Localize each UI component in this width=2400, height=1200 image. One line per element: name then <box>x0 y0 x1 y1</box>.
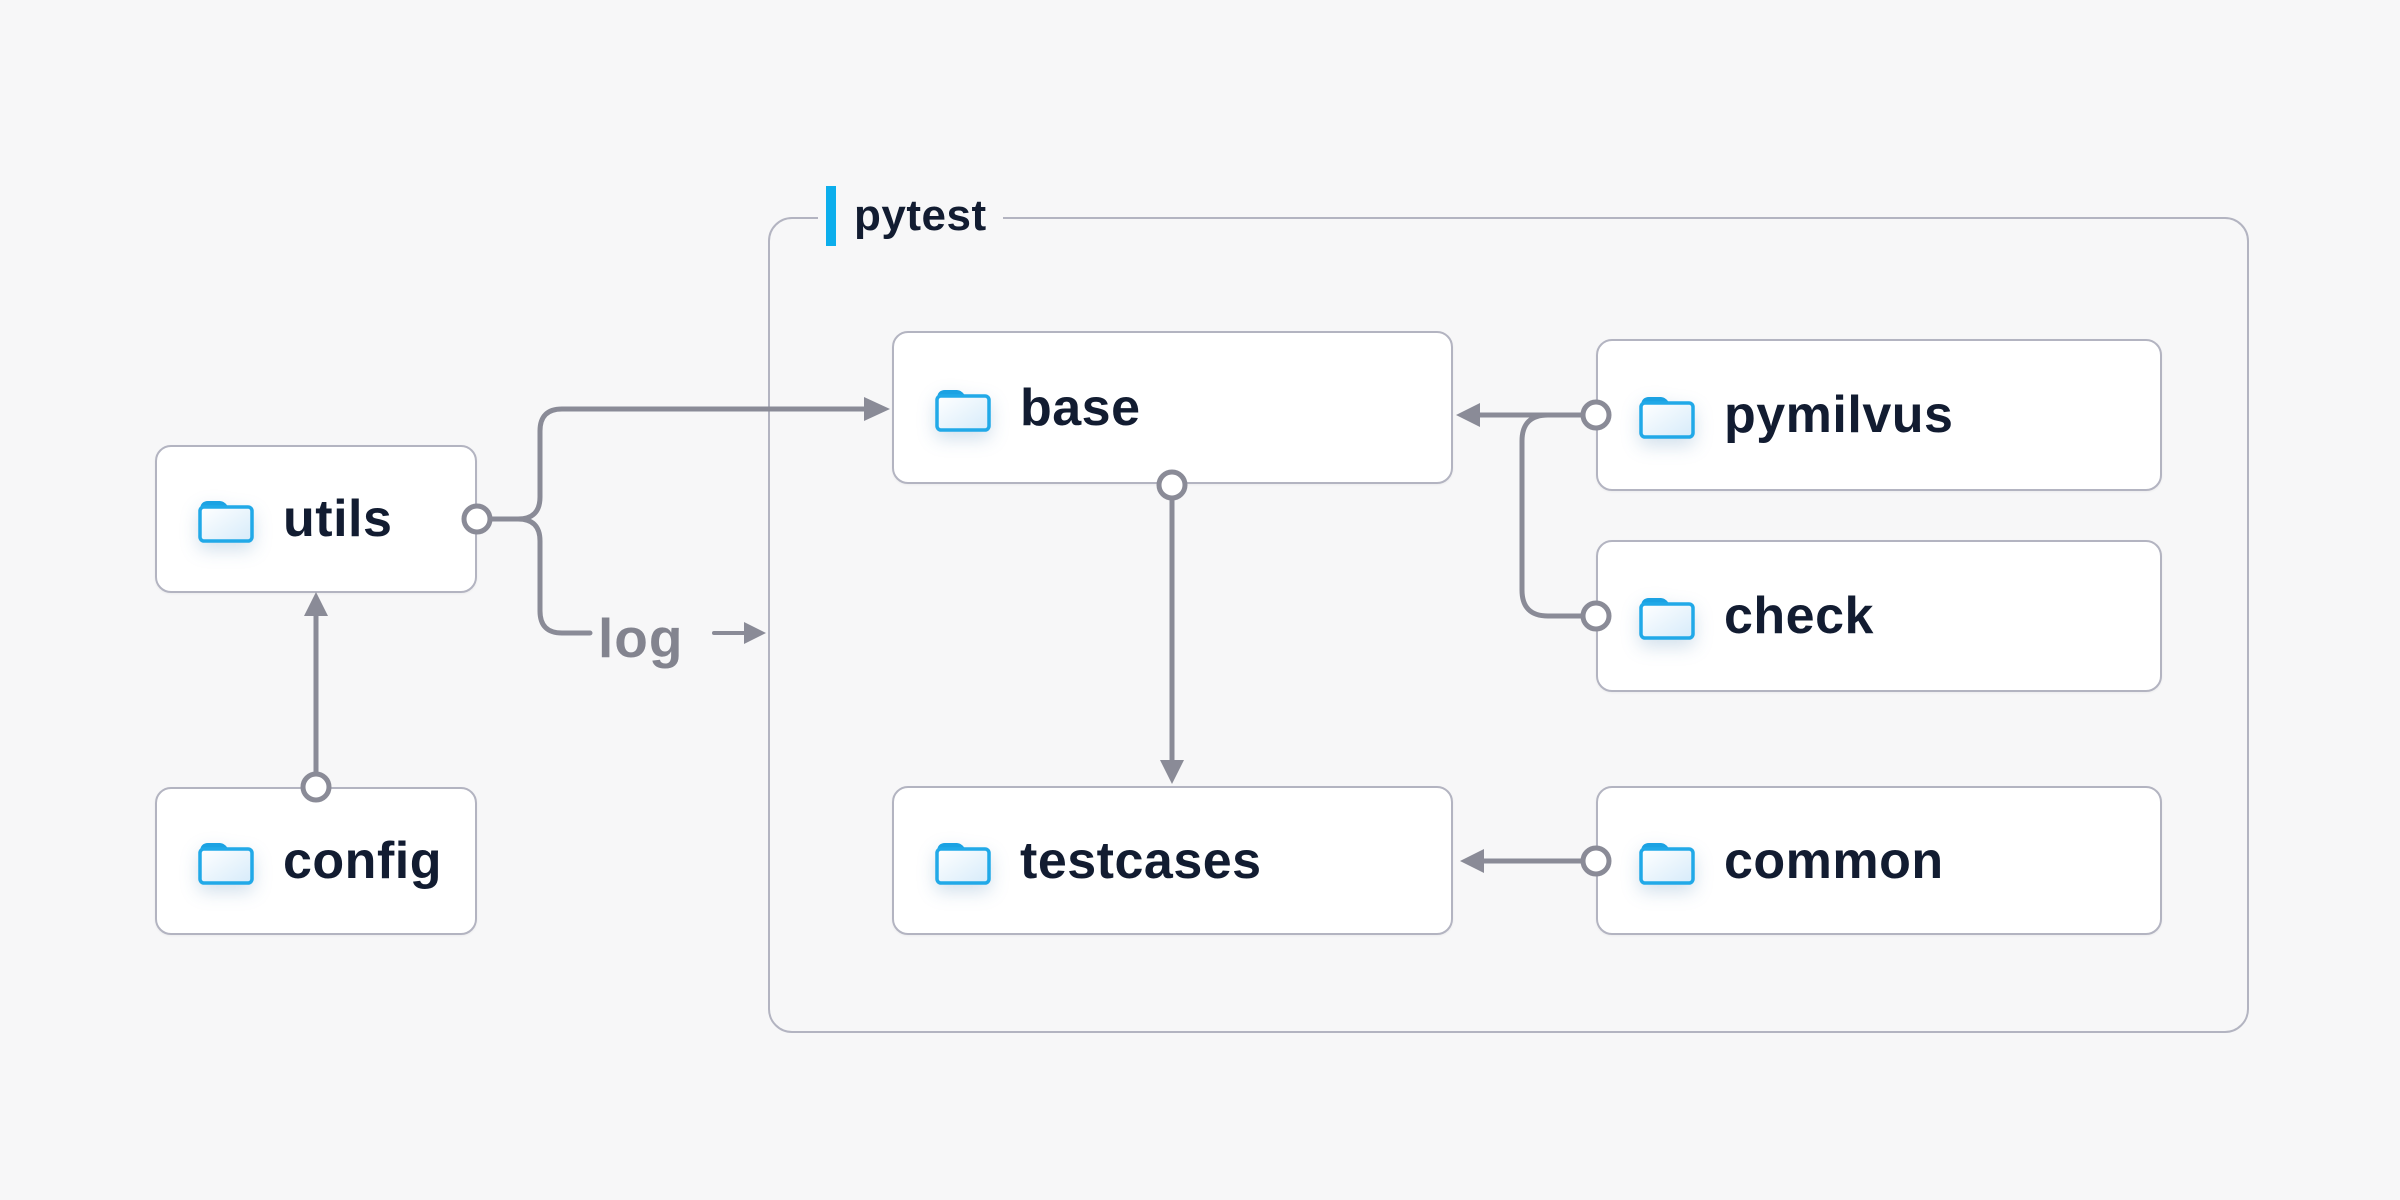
node-utils: utils <box>155 445 477 593</box>
pytest-group-container <box>768 217 2249 1033</box>
node-label: pymilvus <box>1724 386 1954 444</box>
node-label: check <box>1724 587 1874 645</box>
folder-icon <box>935 389 991 432</box>
accent-bar <box>826 186 836 246</box>
folder-icon <box>1639 842 1695 885</box>
node-base: base <box>892 331 1453 484</box>
node-config: config <box>155 787 477 935</box>
edge-utils-to-log <box>515 516 593 636</box>
edge-label-log: log <box>598 607 684 669</box>
node-common: common <box>1596 786 2162 935</box>
node-testcases: testcases <box>892 786 1453 935</box>
node-label: testcases <box>1020 831 1262 890</box>
pytest-group-label: pytest <box>818 185 1003 247</box>
folder-icon <box>935 842 991 885</box>
folder-icon <box>1639 598 1695 640</box>
node-label: utils <box>283 490 393 548</box>
folder-icon <box>198 843 254 885</box>
node-label: config <box>283 832 442 890</box>
pytest-group-label-text: pytest <box>854 191 987 240</box>
arrowhead-right-log <box>744 622 766 644</box>
node-pymilvus: pymilvus <box>1596 339 2162 491</box>
arrowhead-up-into-utils <box>304 592 328 616</box>
node-label: common <box>1724 831 1944 890</box>
node-label: base <box>1020 378 1141 437</box>
folder-icon <box>1639 397 1695 439</box>
node-check: check <box>1596 540 2162 692</box>
folder-icon <box>198 501 254 543</box>
